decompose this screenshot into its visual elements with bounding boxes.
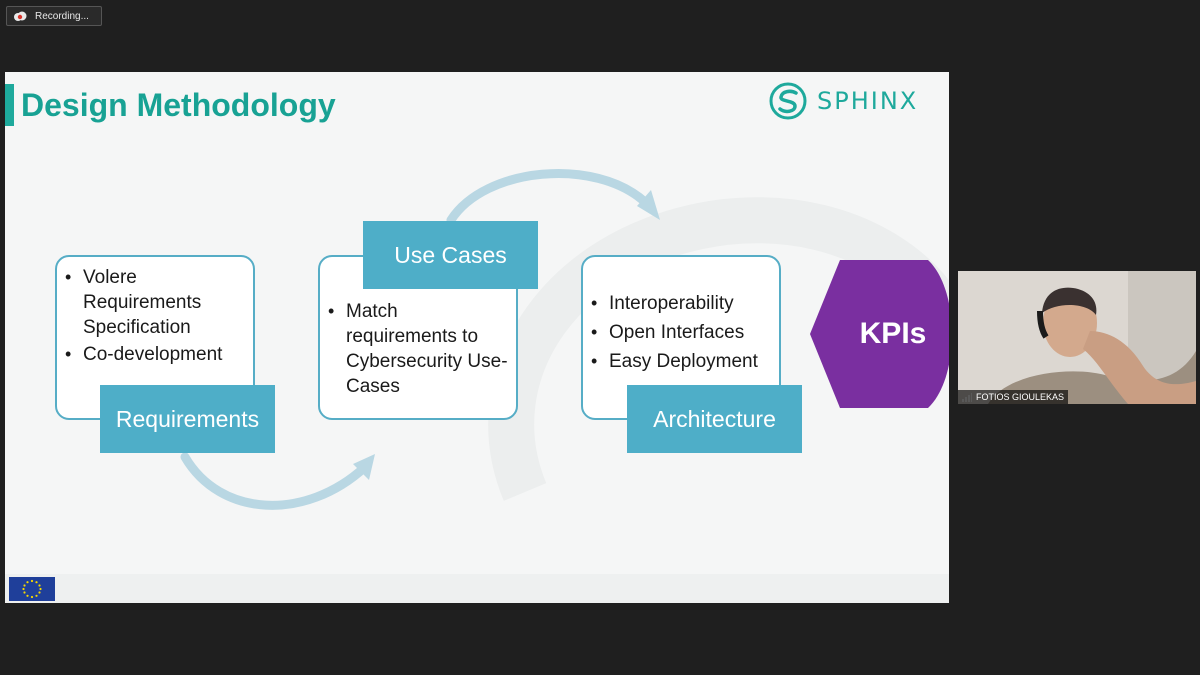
architecture-bullet-1: Interoperability (589, 291, 773, 316)
slide-title: Design Methodology (21, 87, 336, 123)
sphinx-logo-text: SPHINX (817, 87, 919, 115)
eu-flag-icon (9, 577, 55, 601)
architecture-label: Architecture (627, 385, 802, 453)
recording-cloud-icon (14, 11, 27, 21)
sphinx-logo-icon (769, 82, 807, 120)
requirements-bullet-1: Volere Requirements Specification (63, 265, 247, 340)
architecture-card: Interoperability Open Interfaces Easy De… (581, 255, 781, 420)
architecture-bullet-2: Open Interfaces (589, 320, 773, 345)
requirements-bullet-2: Co-development (63, 342, 247, 367)
use-cases-bullet-1: Match requirements to Cybersecurity Use-… (326, 299, 510, 399)
participant-video[interactable]: FOTIOS GIOULEKAS (958, 271, 1196, 404)
shared-slide: Design Methodology SPHINX Volere Require… (5, 72, 949, 603)
kpi-shape (810, 260, 949, 408)
recording-indicator[interactable]: Recording... (6, 6, 102, 26)
slide-footer (5, 574, 949, 603)
participant-name: FOTIOS GIOULEKAS (958, 390, 1069, 404)
title-accent-bar (5, 84, 14, 126)
participant-video-frame (958, 271, 1196, 404)
curved-arrow-icon (180, 169, 660, 510)
architecture-bullet-3: Easy Deployment (589, 349, 773, 374)
requirements-label: Requirements (100, 385, 275, 453)
kpi-label: KPIs (859, 317, 927, 350)
use-cases-label: Use Cases (363, 221, 538, 289)
recording-label: Recording... (35, 10, 89, 22)
